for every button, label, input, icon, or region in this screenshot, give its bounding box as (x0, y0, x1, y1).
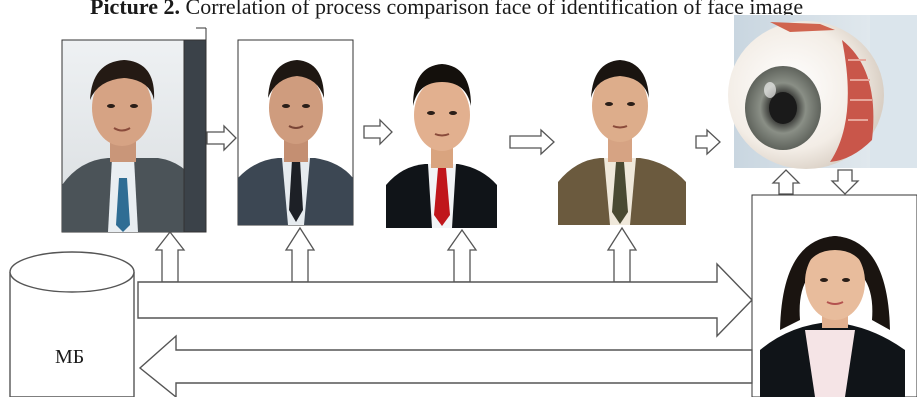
photo-woman (751, 194, 917, 397)
main-left-arrow (138, 334, 753, 397)
up-arrow-3 (446, 228, 478, 283)
main-right-arrow (137, 262, 753, 338)
flow-arrow-2 (363, 118, 393, 146)
photo-man-2 (237, 39, 354, 226)
database-cylinder (9, 251, 135, 397)
figure-caption: Picture 2. Correlation of process compar… (90, 0, 890, 20)
photo-eyeball (728, 15, 917, 169)
eye-down-arrow (830, 169, 860, 195)
photo-man-1 (61, 27, 207, 233)
caption-label: Picture 2. (90, 0, 181, 19)
flow-arrow-1 (206, 124, 237, 152)
flow-arrow-4 (695, 128, 721, 156)
up-arrow-2 (284, 226, 316, 283)
caption-text: Correlation of process comparison face o… (185, 0, 804, 19)
up-arrow-1 (154, 230, 186, 283)
up-arrow-4 (606, 226, 638, 283)
flow-arrow-3 (509, 128, 555, 156)
database-label: МБ (55, 346, 85, 368)
photo-man-4 (558, 55, 686, 225)
eye-up-arrow (771, 169, 801, 195)
photo-man-3 (386, 58, 497, 228)
